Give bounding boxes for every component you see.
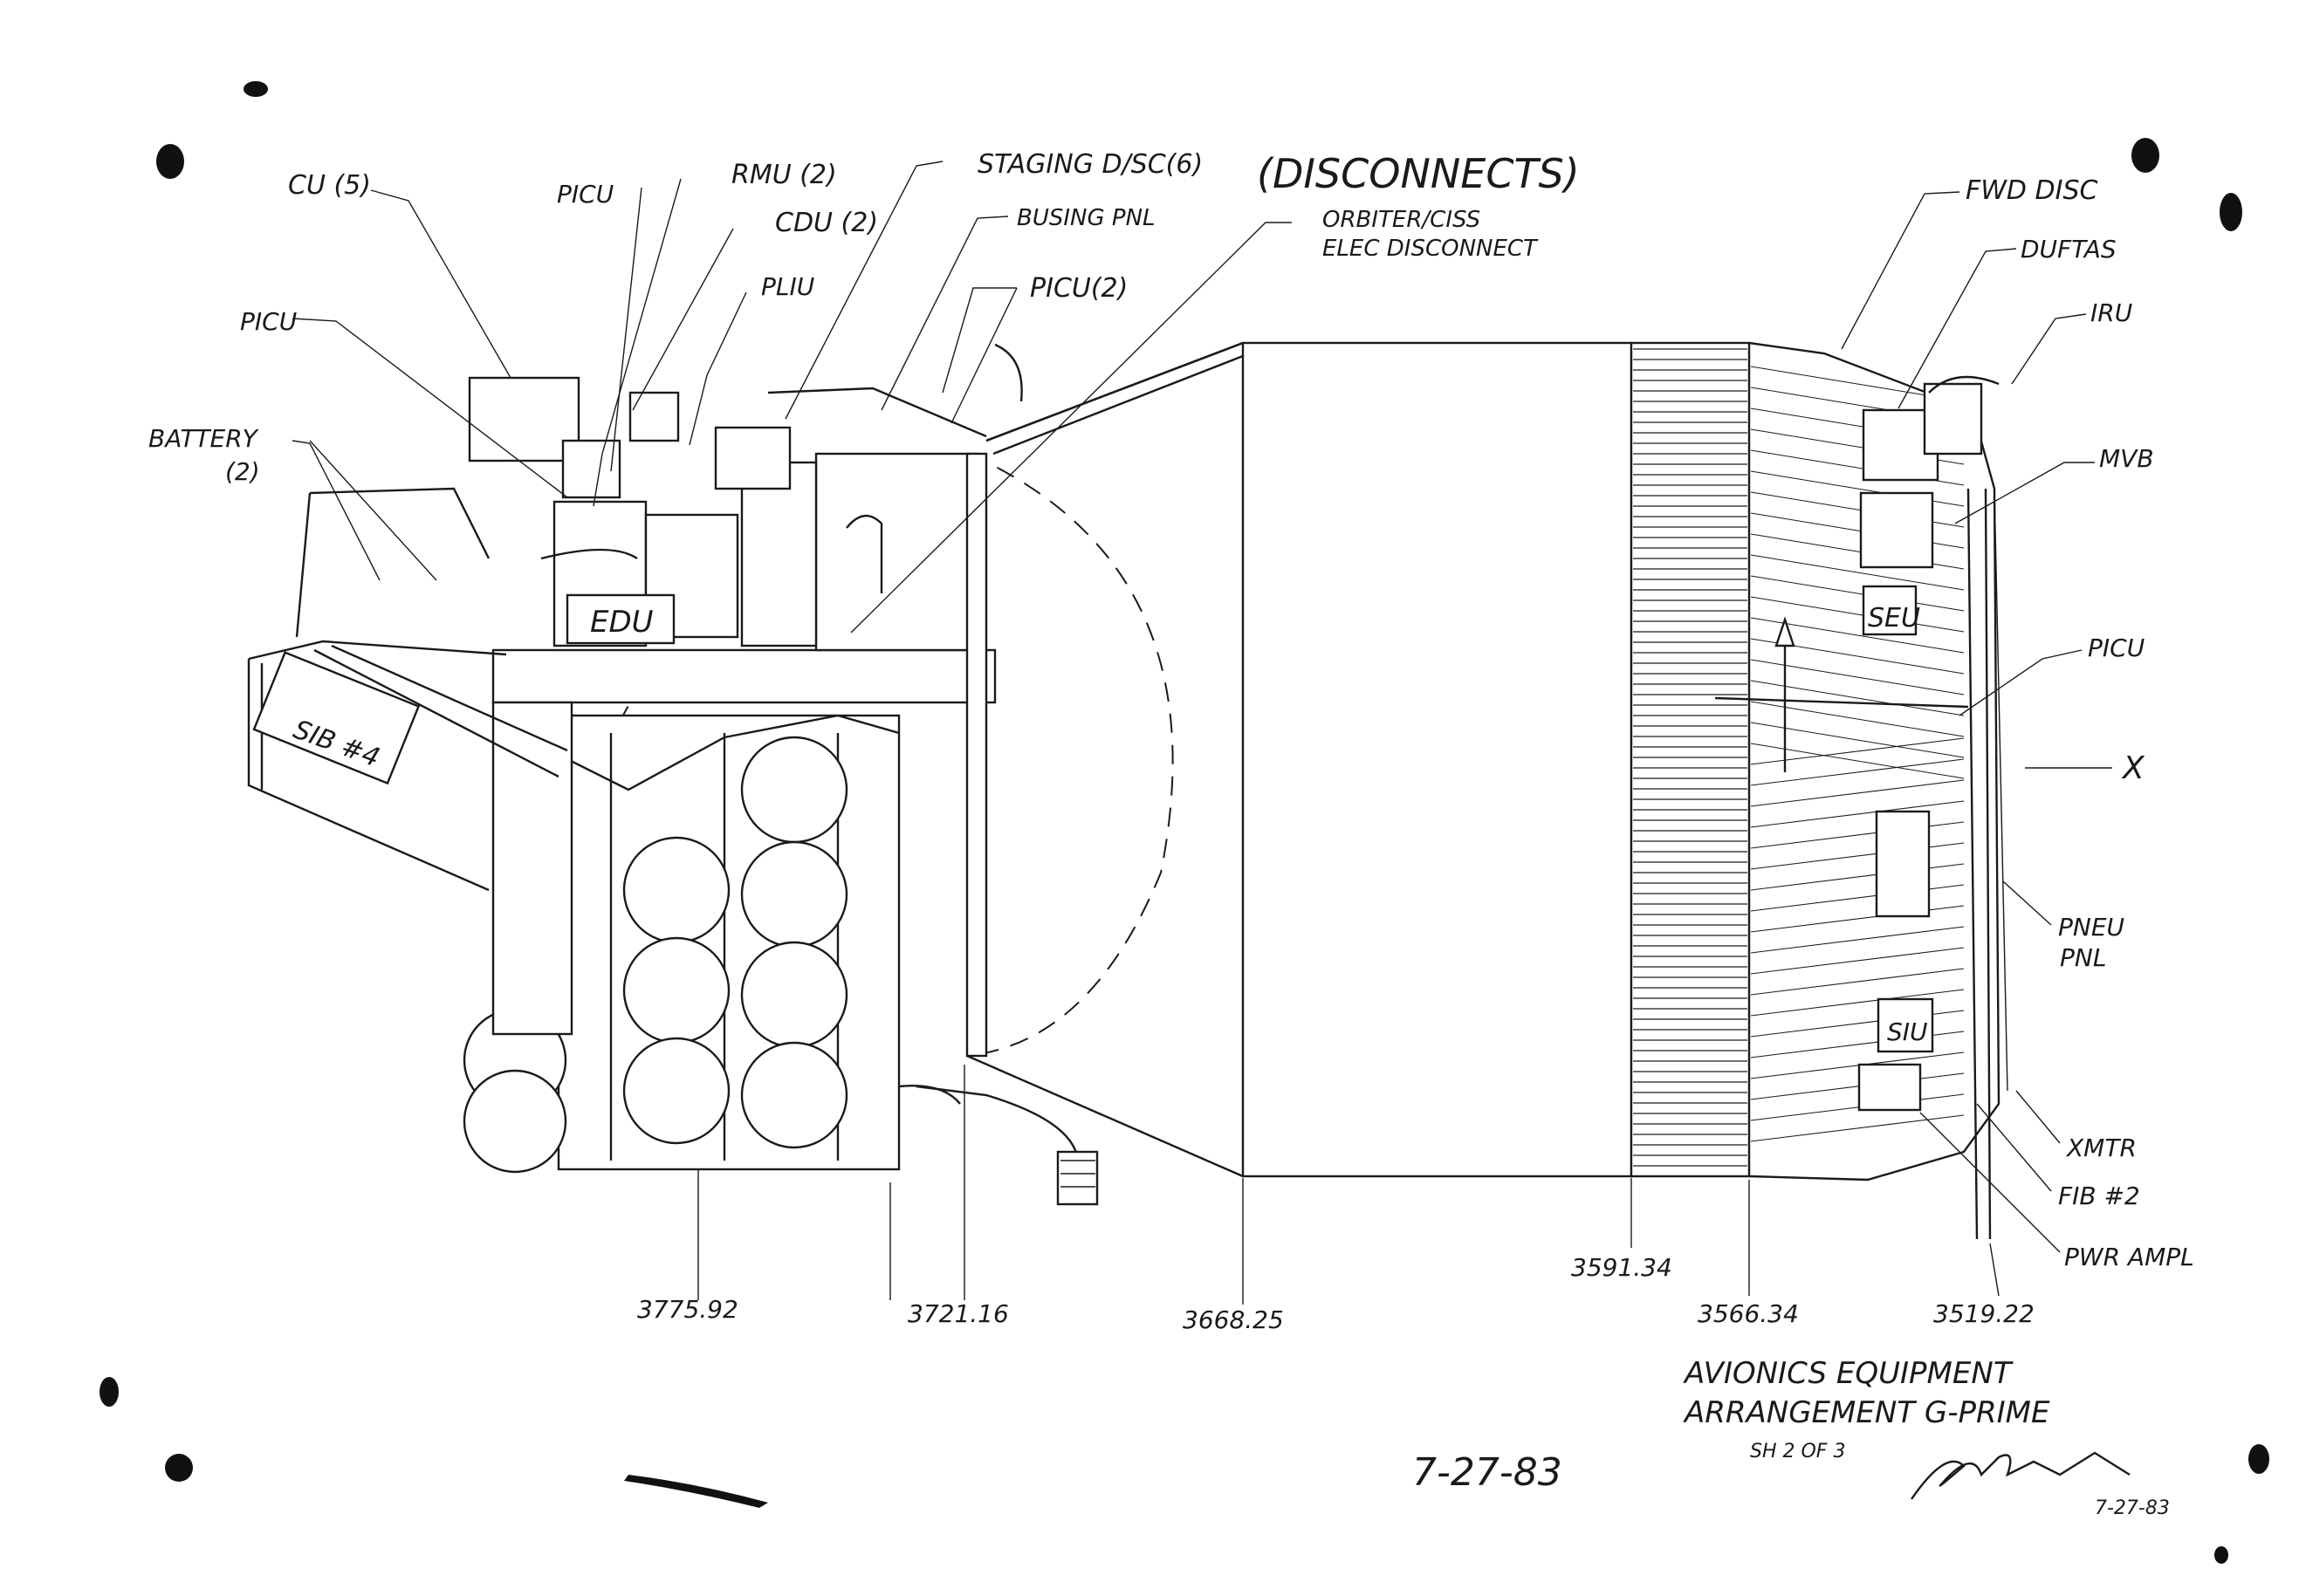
station-3775: 3775.92 <box>637 1295 738 1324</box>
aft-hatch-line <box>1750 968 1965 996</box>
aft-hatch-line <box>1750 554 1965 591</box>
label-picu-left: PICU <box>240 307 297 336</box>
label-orbiter-2: ELEC DISCONNECT <box>1322 236 1539 262</box>
aft-hatch-line <box>1750 884 1965 912</box>
label-disconnects: (DISCONNECTS) <box>1257 150 1580 197</box>
signature <box>1911 1451 2131 1500</box>
label-cdu: CDU (2) <box>775 208 878 238</box>
label-iru: IRU <box>2090 298 2132 327</box>
aft-hatch-line <box>1750 680 1965 716</box>
station-numbers: 3775.92 3721.16 3668.25 3591.34 3566.34 … <box>637 1253 2035 1334</box>
label-battery-2: (2) <box>225 457 260 486</box>
aft-hatch-line <box>1750 722 1965 758</box>
leader-lines <box>292 161 2112 1305</box>
label-battery-1: BATTERY <box>148 424 259 453</box>
station-3566: 3566.34 <box>1698 1299 1799 1328</box>
drawing-date: 7-27-83 <box>1412 1450 1562 1495</box>
label-edu: EDU <box>590 605 654 640</box>
label-pneu-2: PNL <box>2060 943 2106 972</box>
aft-hatch-line <box>1750 821 1965 849</box>
aft-hatch-line <box>1750 1114 1965 1142</box>
aft-hatch-line <box>1750 842 1965 870</box>
scan-marks <box>100 81 2269 1564</box>
label-x-axis: X <box>2121 750 2145 786</box>
label-pwr: PWR AMPL <box>2064 1243 2194 1271</box>
label-duftas: DUFTAS <box>2021 235 2117 264</box>
aft-hatch-line <box>1750 1093 1965 1121</box>
aft-hatch-line <box>1750 758 1965 786</box>
station-3721: 3721.16 <box>908 1299 1009 1328</box>
aft-hatch-line <box>1750 989 1965 1017</box>
aft-hatch-line <box>1750 743 1965 779</box>
label-orbiter-1: ORBITER/CISS <box>1322 207 1480 233</box>
aft-hatch-line <box>1750 863 1965 891</box>
station-3668: 3668.25 <box>1183 1305 1284 1334</box>
title-line-2: ARRANGEMENT G-PRIME <box>1683 1395 2050 1430</box>
aft-hatch-line <box>1750 737 1965 765</box>
signature-date: 7-27-83 <box>2095 1497 2170 1519</box>
title-line-1: AVIONICS EQUIPMENT <box>1683 1356 2014 1391</box>
label-xmtr: XMTR <box>2065 1134 2137 1162</box>
label-cu: CU (5) <box>288 170 371 201</box>
title-block: AVIONICS EQUIPMENT ARRANGEMENT G-PRIME S… <box>1412 1356 2170 1519</box>
aft-hatch-line <box>1750 779 1965 807</box>
aft-hatch-line <box>1750 947 1965 975</box>
label-fib: FIB #2 <box>2058 1182 2140 1210</box>
aft-hatch-line <box>1750 1051 1965 1079</box>
aft-hatch-line <box>1750 701 1965 737</box>
label-rmu: RMU (2) <box>731 160 837 190</box>
aft-hatch-line <box>1750 926 1965 954</box>
label-picu2: PICU(2) <box>1030 273 1128 304</box>
label-staging: STAGING D/SC(6) <box>978 149 1203 180</box>
aft-hatch-line <box>1750 800 1965 828</box>
label-pliu: PLIU <box>761 272 814 301</box>
label-picu-right: PICU <box>2088 634 2145 662</box>
station-3519: 3519.22 <box>1933 1299 2035 1328</box>
vehicle-outline <box>247 341 2008 1240</box>
label-mvb: MVB <box>2099 444 2154 473</box>
component-labels: CU (5) PICU RMU (2) CDU (2) PLIU STAGING… <box>148 149 2194 1271</box>
label-pneu-1: PNEU <box>2058 913 2124 942</box>
pressurant-spheres <box>463 736 848 1174</box>
aft-hatch-line <box>1750 1072 1965 1100</box>
label-fwd-disc: FWD DISC <box>1966 175 2098 206</box>
label-picu-top: PICU <box>557 180 614 209</box>
aft-hatch-line <box>1750 905 1965 933</box>
station-3591: 3591.34 <box>1571 1253 1672 1282</box>
aft-hatch-line <box>1750 596 1965 633</box>
label-seu: SEU <box>1868 603 1920 634</box>
aft-hatch-line <box>1750 575 1965 612</box>
label-busing: BUSING PNL <box>1017 205 1156 231</box>
label-siu: SIU <box>1887 1017 1928 1046</box>
aft-hatch-line <box>1750 659 1965 695</box>
title-sheet: SH 2 OF 3 <box>1750 1441 1845 1462</box>
